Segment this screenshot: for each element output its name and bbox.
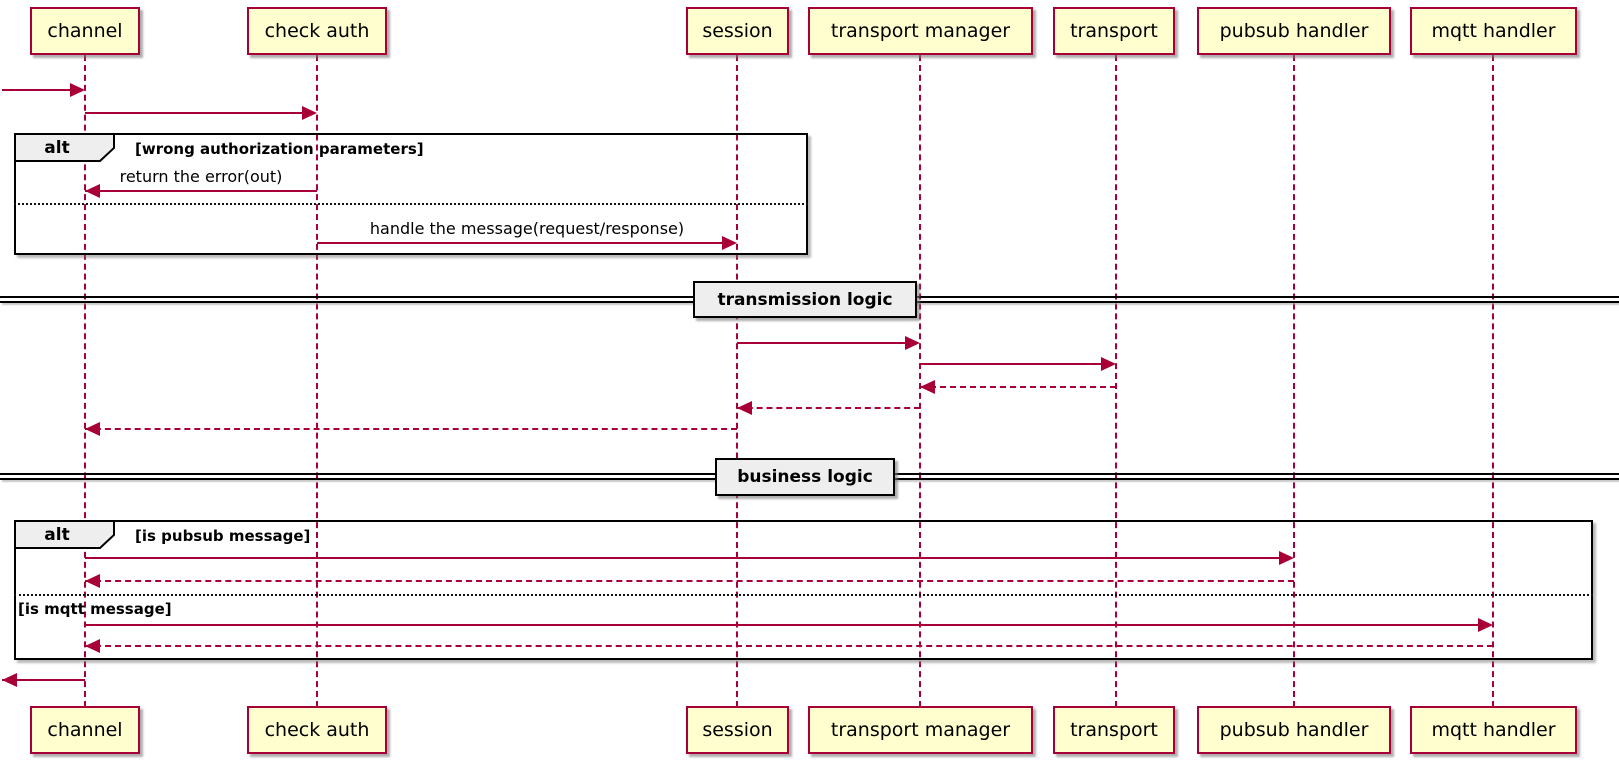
participant-box-bottom: mqtt handler xyxy=(1410,706,1577,754)
lifeline xyxy=(316,55,318,707)
separator-label: transmission logic xyxy=(693,281,917,318)
participant-box-top: pubsub handler xyxy=(1197,7,1391,55)
lifeline xyxy=(84,55,86,707)
message-arrow-line xyxy=(737,342,916,344)
message-arrowhead xyxy=(85,184,100,198)
participant-box-bottom: transport manager xyxy=(808,706,1033,754)
message-arrowhead xyxy=(2,673,17,687)
message-arrowhead xyxy=(737,401,752,415)
participant-box-bottom: pubsub handler xyxy=(1197,706,1391,754)
message-arrowhead xyxy=(905,336,920,350)
participant-box-top: transport manager xyxy=(808,7,1033,55)
message-arrow-line xyxy=(85,428,737,430)
message-arrow-line xyxy=(85,112,313,114)
alt-frame-divider xyxy=(14,203,808,205)
message-arrowhead xyxy=(920,380,935,394)
participant-box-bottom: session xyxy=(686,706,789,754)
alt-frame-operator: alt xyxy=(44,138,70,158)
alt-frame-divider xyxy=(14,594,1593,596)
lifeline xyxy=(1492,55,1494,707)
participant-box-bottom: channel xyxy=(30,706,140,754)
lifeline xyxy=(736,55,738,707)
message-arrowhead xyxy=(1279,551,1294,565)
message-arrow-line xyxy=(920,363,1112,365)
participant-box-bottom: check auth xyxy=(247,706,387,754)
alt-frame xyxy=(14,520,1593,660)
message-arrowhead xyxy=(722,236,737,250)
message-arrowhead xyxy=(1101,357,1116,371)
message-arrowhead xyxy=(85,639,100,653)
message-label: handle the message(request/response) xyxy=(369,219,685,238)
alt-frame-tab xyxy=(14,133,118,169)
participant-box-bottom: transport xyxy=(1053,706,1175,754)
participant-box-top: session xyxy=(686,7,789,55)
alt-frame-operator: alt xyxy=(44,525,70,545)
alt-frame-condition: [wrong authorization parameters] xyxy=(135,140,424,158)
message-arrow-line xyxy=(737,407,920,409)
alt-frame-condition: [is pubsub message] xyxy=(135,527,311,545)
message-arrow-line xyxy=(317,242,733,244)
message-arrowhead xyxy=(302,106,317,120)
message-arrowhead xyxy=(85,422,100,436)
participant-box-top: check auth xyxy=(247,7,387,55)
message-arrow-line xyxy=(85,190,317,192)
lifeline xyxy=(1293,55,1295,707)
alt-frame xyxy=(14,133,808,255)
separator-label: business logic xyxy=(715,458,895,496)
message-arrow-line xyxy=(920,386,1116,388)
participant-box-top: channel xyxy=(30,7,140,55)
message-arrow-line xyxy=(85,557,1290,559)
message-arrow-line xyxy=(2,679,85,681)
alt-frame-tab xyxy=(14,520,118,556)
lifeline xyxy=(1115,55,1117,707)
message-arrow-line xyxy=(85,624,1489,626)
message-arrow-line xyxy=(85,645,1493,647)
message-arrowhead xyxy=(85,574,100,588)
alt-frame-else-condition: [is mqtt message] xyxy=(18,600,172,618)
participant-box-top: transport xyxy=(1053,7,1175,55)
participant-box-top: mqtt handler xyxy=(1410,7,1577,55)
message-arrowhead xyxy=(70,83,85,97)
message-arrow-line xyxy=(2,89,81,91)
message-arrowhead xyxy=(1478,618,1493,632)
message-label: return the error(out) xyxy=(119,167,283,186)
message-arrow-line xyxy=(85,580,1294,582)
